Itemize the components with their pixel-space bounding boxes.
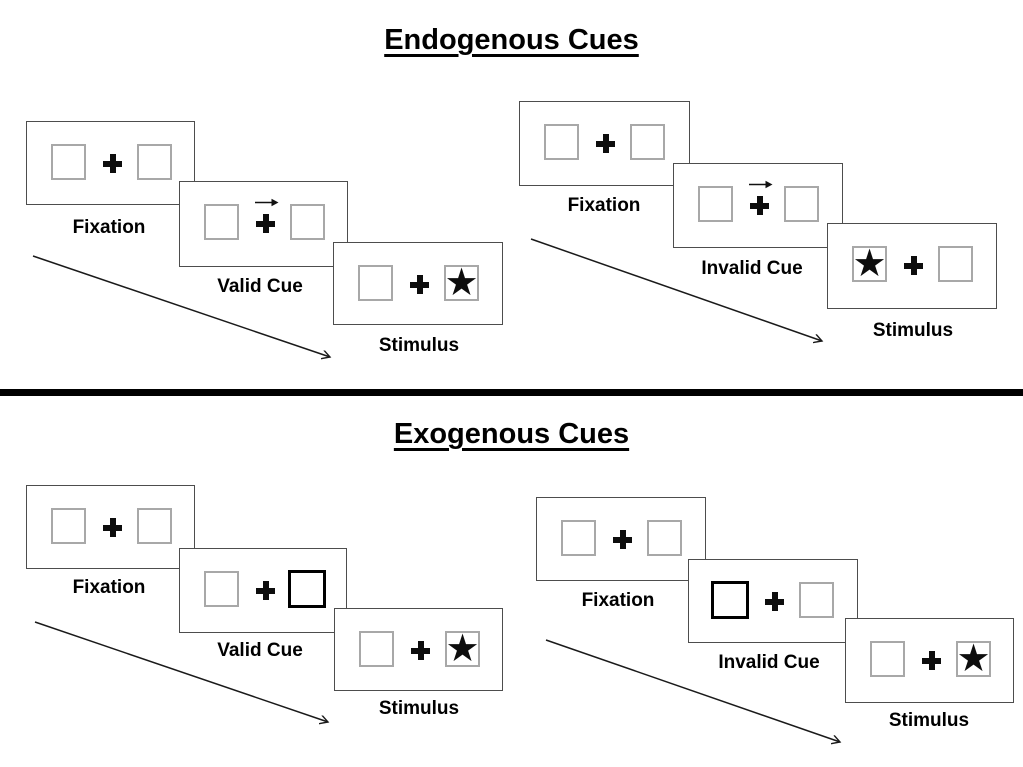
right-placeholder-box — [290, 204, 325, 240]
left-placeholder-box — [870, 641, 905, 677]
exo-invalid-fixation-panel — [536, 497, 706, 581]
fixation-cross-icon — [103, 518, 122, 537]
panel-label-fixation: Fixation — [72, 217, 146, 238]
left-placeholder-box — [51, 508, 86, 544]
endogenous-section-title: Endogenous Cues — [0, 24, 1023, 57]
fixation-cross-icon — [256, 214, 275, 233]
endo-valid-stimulus-panel: ★ — [333, 242, 503, 325]
left-placeholder-box — [51, 144, 86, 180]
fixation-cross-icon — [613, 530, 632, 549]
fixation-cross-icon — [596, 134, 615, 153]
left-placeholder-box — [204, 204, 239, 240]
fixation-cross-icon — [411, 641, 430, 660]
fixation-cross-icon — [904, 256, 923, 275]
panel-label-stimulus: Stimulus — [888, 710, 970, 731]
left-placeholder-box — [204, 571, 239, 607]
panel-label-fixation: Fixation — [581, 590, 655, 611]
endo-invalid-fixation-panel — [519, 101, 690, 186]
left-placeholder-box — [561, 520, 596, 556]
endo-valid-timeline-arrow — [32, 255, 330, 357]
right-placeholder-box — [630, 124, 665, 160]
left-placeholder-box — [698, 186, 733, 222]
fixation-cross-icon — [103, 154, 122, 173]
fixation-cross-icon — [410, 275, 429, 294]
exo-valid-fixation-panel — [26, 485, 195, 569]
left-target-box: ★ — [852, 240, 887, 285]
endo-invalid-cue-panel — [673, 163, 843, 248]
endo-valid-cue-panel — [179, 181, 348, 267]
right-placeholder-box — [938, 246, 973, 282]
fixation-cross-icon — [256, 581, 275, 600]
endo-invalid-timeline-arrow — [530, 238, 822, 341]
left-placeholder-box — [358, 265, 393, 301]
endo-valid-fixation-panel — [26, 121, 195, 205]
right-target-box: ★ — [444, 259, 479, 304]
endogenous-title-text: Endogenous Cues — [384, 24, 639, 56]
panel-label-stimulus: Stimulus — [378, 698, 460, 719]
panel-label-fixation: Fixation — [567, 195, 641, 216]
fixation-cross-icon — [765, 592, 784, 611]
endo-invalid-stimulus-panel: ★ — [827, 223, 997, 309]
section-divider — [0, 389, 1023, 396]
right-placeholder-box — [784, 186, 819, 222]
star-icon: ★ — [445, 625, 480, 670]
right-target-box: ★ — [956, 635, 991, 680]
exo-invalid-cue-panel — [688, 559, 858, 643]
star-icon: ★ — [956, 635, 991, 680]
right-arrow-cue-icon — [749, 180, 773, 189]
left-highlighted-cue-box — [711, 581, 749, 619]
right-highlighted-cue-box — [288, 570, 326, 608]
exogenous-section-title: Exogenous Cues — [0, 418, 1023, 451]
right-placeholder-box — [137, 508, 172, 544]
exo-invalid-stimulus-panel: ★ — [845, 618, 1014, 703]
left-placeholder-box — [359, 631, 394, 667]
panel-label-invalid-cue: Invalid Cue — [701, 258, 803, 279]
panel-label-stimulus: Stimulus — [378, 335, 460, 356]
star-icon: ★ — [444, 259, 479, 304]
exo-valid-stimulus-panel: ★ — [334, 608, 503, 691]
panel-label-valid-cue: Valid Cue — [217, 640, 303, 661]
left-placeholder-box — [544, 124, 579, 160]
right-placeholder-box — [799, 582, 834, 618]
star-icon: ★ — [852, 240, 887, 285]
panel-label-stimulus: Stimulus — [872, 320, 954, 341]
fixation-cross-icon — [922, 651, 941, 670]
panel-label-invalid-cue: Invalid Cue — [718, 652, 820, 673]
panel-label-fixation: Fixation — [72, 577, 146, 598]
right-arrow-cue-icon — [255, 198, 279, 207]
right-placeholder-box — [137, 144, 172, 180]
right-target-box: ★ — [445, 625, 480, 670]
panel-label-valid-cue: Valid Cue — [217, 276, 303, 297]
exo-valid-cue-panel — [179, 548, 347, 633]
exogenous-title-text: Exogenous Cues — [393, 418, 630, 450]
exo-valid-timeline-arrow — [34, 621, 328, 722]
fixation-cross-icon — [750, 196, 769, 215]
right-placeholder-box — [647, 520, 682, 556]
